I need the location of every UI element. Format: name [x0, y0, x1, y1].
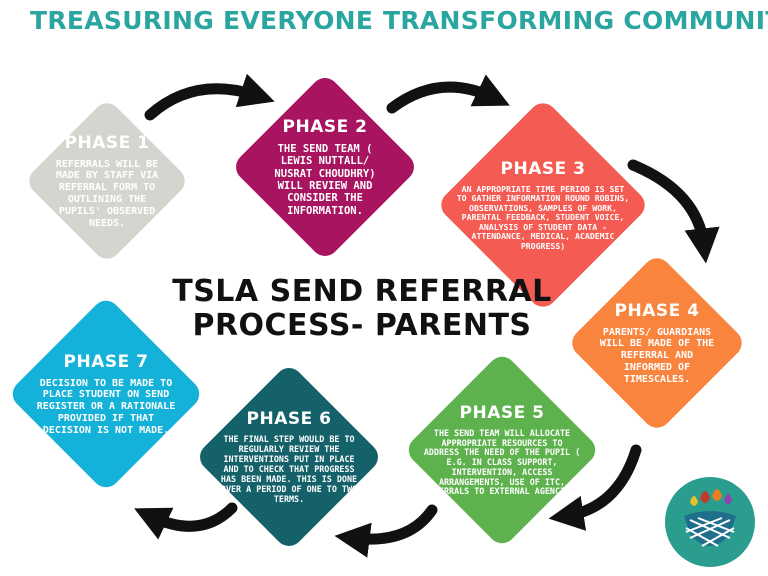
phase-3-card: PHASE 3 An appropriate time period is se…: [435, 97, 651, 313]
phase-1-card: PHASE 1 Referrals will be made by staff …: [23, 97, 191, 265]
process-title-line-1: TSLA SEND REFERRAL: [172, 274, 552, 309]
phase-6-text: The final step would be to regularly rev…: [220, 434, 358, 504]
phase-2-text: The SEND Team ( Lewis Nuttall/ Nusrat Ch…: [274, 142, 376, 217]
process-title-line-2: PROCESS- PARENTS: [192, 307, 532, 343]
arrow-phase3-to-phase4: [627, 159, 720, 264]
phase-1-text: Referrals will be made by staff via refe…: [55, 158, 159, 229]
phase-2-title: PHASE 2: [282, 116, 368, 137]
phase-4-title: PHASE 4: [614, 300, 700, 321]
phase-6-title: PHASE 6: [246, 409, 332, 430]
arrow-phase2-to-phase3: [386, 74, 510, 114]
phase-7-text: Decision to be made to place student on …: [36, 377, 176, 436]
phase-1-title: PHASE 1: [64, 132, 150, 153]
school-crest-icon: [665, 477, 755, 567]
phase-6-card: PHASE 6 The final step would be to regul…: [194, 362, 384, 552]
phase-5-text: The SEND Team will allocate appropriate …: [423, 427, 581, 497]
phase-4-card: PHASE 4 Parents/ guardians will be made …: [566, 252, 748, 434]
header-transforming: TRANSFORMING COMMUNITY: [383, 6, 768, 35]
phase-5-title: PHASE 5: [459, 402, 545, 423]
process-title: TSLA SEND REFERRAL PROCESS- PARENTS: [172, 275, 552, 342]
arrow-phase1-to-phase2: [144, 73, 275, 121]
phase-7-title: PHASE 7: [63, 351, 149, 372]
phase-3-text: An appropriate time period is set to gat…: [456, 183, 630, 251]
arrow-phase5-to-phase4: [548, 444, 642, 531]
header-treasuring: TREASURING EVERYONE: [30, 6, 374, 35]
phase-4-text: Parents/ guardians will be made of the r…: [599, 326, 715, 385]
phase-2-card: PHASE 2 The SEND Team ( Lewis Nuttall/ N…: [230, 72, 420, 262]
phase-3-title: PHASE 3: [500, 158, 586, 179]
arrow-phase5-to-phase6: [334, 504, 438, 558]
phase-7-card: PHASE 7 Decision to be made to place stu…: [7, 295, 205, 493]
arrow-phase6-to-phase7: [134, 502, 238, 540]
phase-5-card: PHASE 5 The SEND Team will allocate appr…: [403, 351, 601, 549]
